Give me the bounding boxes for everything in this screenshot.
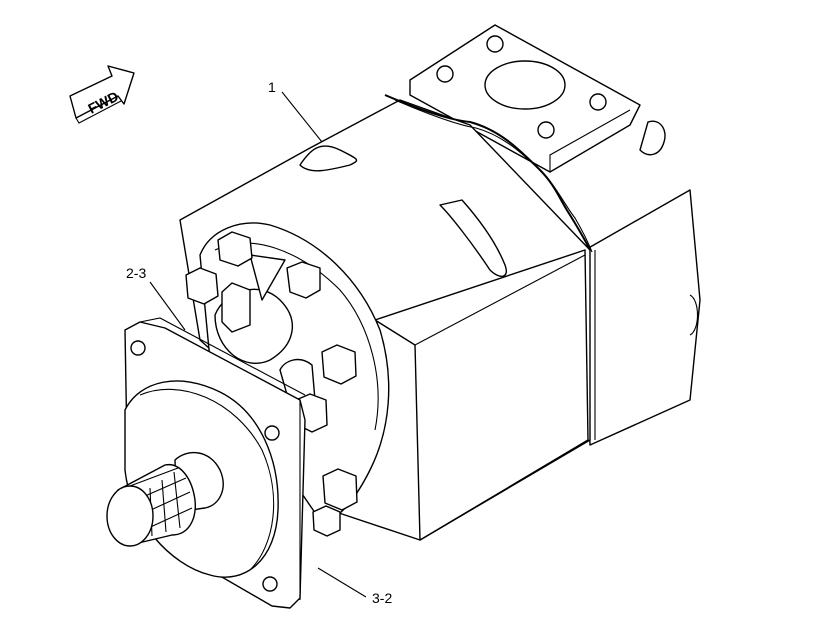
callout-1: 1 <box>268 79 276 95</box>
leader-lines <box>149 91 367 598</box>
cover-bolt <box>312 505 341 537</box>
drive-flange-bolt-hole <box>264 425 280 441</box>
main-housing <box>179 94 593 541</box>
callout-3-2: 3-2 <box>372 590 392 606</box>
drive-flange-bolt-hole <box>262 576 278 592</box>
cover-bolt <box>321 344 357 385</box>
top-port-flange <box>409 24 666 173</box>
flange-bolt-hole <box>486 35 504 53</box>
drive-flange-bolt-hole <box>130 340 146 356</box>
shaft-end <box>106 485 154 547</box>
cover-bolt <box>322 468 358 511</box>
cover-bolt <box>217 231 253 267</box>
flange-bolt-hole <box>537 121 555 139</box>
flange-bolt-hole <box>436 65 454 83</box>
rear-housing <box>584 189 701 446</box>
callout-2-3: 2-3 <box>126 265 146 281</box>
cover-bolt <box>286 261 321 299</box>
flange-bolt-hole <box>589 93 607 111</box>
splined-shaft <box>106 451 224 547</box>
cover-bolt <box>185 267 219 305</box>
port-opening <box>484 60 566 110</box>
end-cover <box>185 222 390 537</box>
fwd-arrow: FWD <box>69 65 135 124</box>
